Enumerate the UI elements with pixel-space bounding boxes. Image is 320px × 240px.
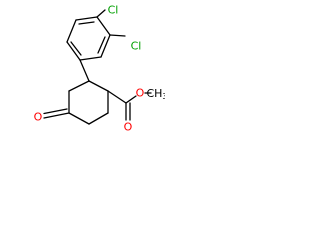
structure-diagram: Cl Cl O O O CH3 [34, 4, 165, 134]
bond-ketone-1 [43, 112, 70, 119]
bond-aryl-to-quaternary [79, 59, 90, 82]
bond-ketone-2 [43, 108, 68, 115]
bond-ring-f [66, 19, 77, 43]
bond-ring-a-inner [78, 21, 95, 25]
bond-to-cl-lower [109, 34, 126, 37]
bond-to-ester-carbon [107, 90, 127, 104]
bond-ring-b [96, 16, 111, 36]
bond-ring-e [66, 41, 81, 61]
chlorine-upper-label: Cl [108, 4, 119, 17]
ketone-oxygen-label: O [34, 111, 43, 124]
bond-cyclo-a [68, 80, 90, 92]
bond-ring-d [79, 56, 102, 61]
methyl-prefix: CH [146, 87, 162, 100]
bond-ester-to-o [125, 95, 137, 104]
methyl-subscript: 3 [162, 92, 165, 101]
bond-layer [43, 9, 152, 125]
bond-to-cl-upper [96, 9, 106, 18]
carbonyl-oxygen-label: O [124, 121, 133, 134]
atom-label-layer: Cl Cl O O O CH3 [34, 4, 165, 134]
bond-cyclo-f [88, 80, 109, 92]
bond-ring-e-inner [70, 41, 82, 56]
ester-oxygen-label: O [136, 87, 145, 100]
methyl-group-label: CH3 [146, 87, 165, 101]
bond-ring-c [100, 34, 111, 58]
bond-ring-a [75, 16, 98, 21]
bond-ring-c-inner [97, 36, 106, 54]
chlorine-lower-label: Cl [131, 40, 142, 53]
bond-cyclo-d [88, 112, 109, 125]
bond-cyclo-c [68, 112, 90, 125]
